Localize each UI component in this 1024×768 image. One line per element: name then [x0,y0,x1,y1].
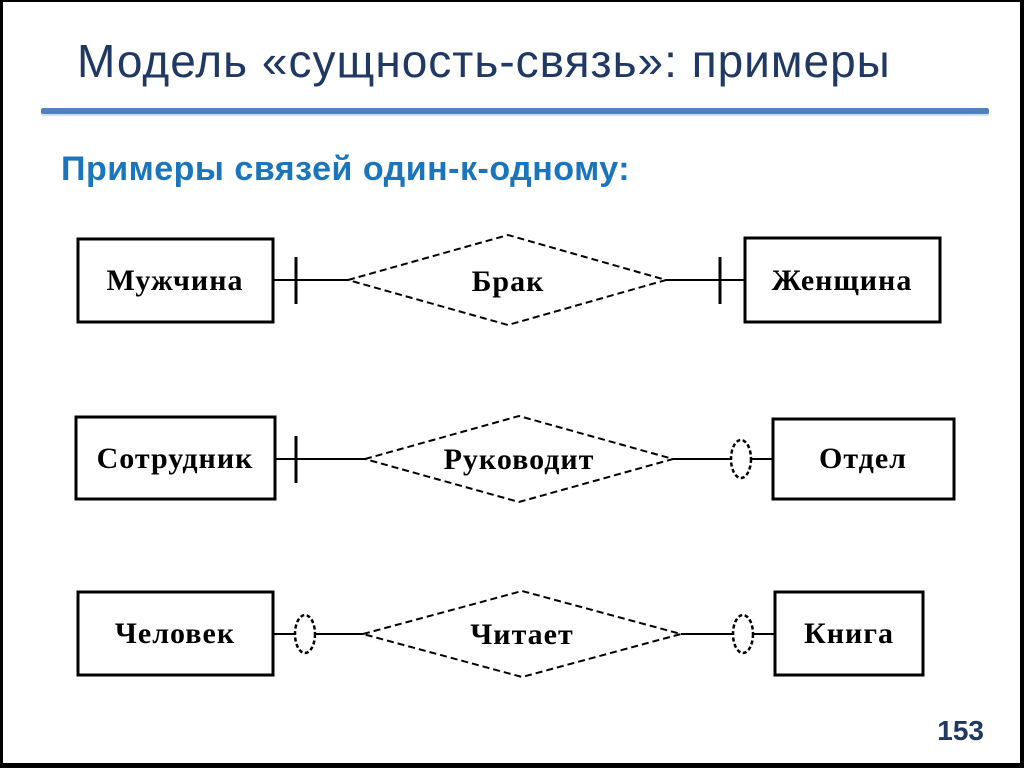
oval-marker [293,613,317,655]
relationship-label-marriage: Брак [471,265,545,298]
relationship-label-manages: Руководит [443,443,595,476]
entity-rect-employee [74,415,277,501]
entity-label-woman: Женщина [771,264,913,297]
relationship-diamond [344,233,670,327]
relationship-label-reads: Читает [470,618,574,651]
er-row-reads [76,589,925,679]
entity-rect-man [76,237,275,324]
entity-label-employee: Сотрудник [96,442,254,475]
entity-rect-woman [743,236,942,324]
entity-label-person: Человек [114,617,236,650]
oval-marker [731,613,755,655]
er-row-manages [74,414,956,504]
entity-rect-book [773,590,925,677]
entity-label-man: Мужчина [106,264,244,297]
page-number: 153 [937,715,984,746]
er-diagram-canvas [74,233,956,679]
oval-marker [729,438,753,480]
slide-subtitle: Примеры связей один-к-одному: [61,150,631,188]
relationship-diamond [359,589,685,679]
entity-label-department: Отдел [819,442,907,475]
slide-title: Модель «сущность-связь»: примеры [77,35,891,87]
entity-rect-person [76,590,275,677]
er-row-marriage [76,233,942,327]
title-divider-line [41,108,989,114]
entity-rect-department [771,417,956,501]
relationship-diamond [361,414,677,504]
entity-label-book: Книга [804,617,894,650]
